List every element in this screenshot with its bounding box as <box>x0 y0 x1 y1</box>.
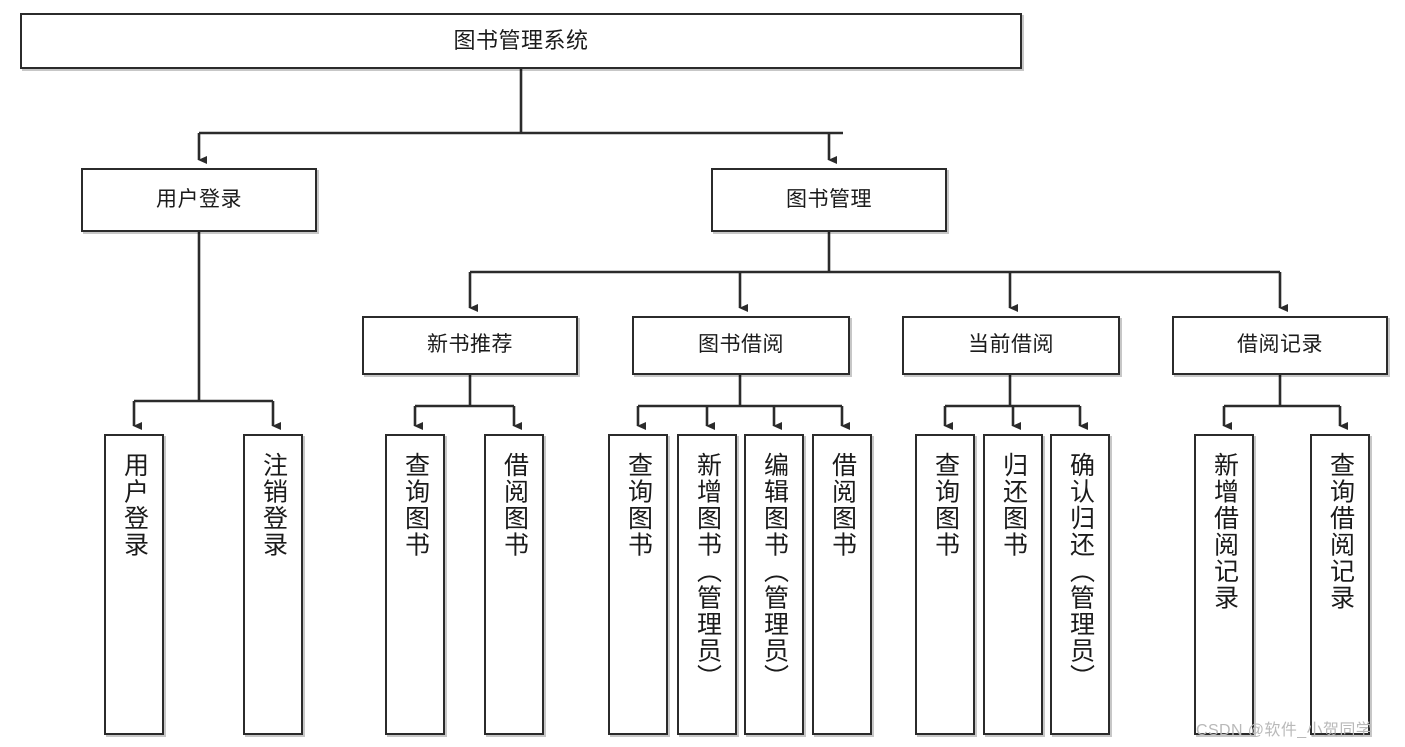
node-leaf-edit-book-label: 编辑图书（管理员） <box>760 452 789 691</box>
node-leaf-borrow-book-1-label: 借阅图书 <box>500 452 529 558</box>
node-leaf-confirm-return[interactable]: 确认归还（管理员） <box>1050 434 1110 735</box>
node-leaf-query-book-3[interactable]: 查询图书 <box>915 434 975 735</box>
node-leaf-confirm-return-label: 确认归还（管理员） <box>1066 452 1095 691</box>
node-new-book-recommend-label: 新书推荐 <box>427 333 513 357</box>
node-leaf-query-book-3-label: 查询图书 <box>931 452 960 558</box>
node-leaf-query-book-2[interactable]: 查询图书 <box>608 434 668 735</box>
node-leaf-query-book-2-label: 查询图书 <box>624 452 653 558</box>
node-leaf-add-book-label: 新增图书（管理员） <box>693 452 722 691</box>
node-leaf-user-login[interactable]: 用户登录 <box>104 434 164 735</box>
node-root-label: 图书管理系统 <box>453 28 589 54</box>
node-leaf-borrow-book-2[interactable]: 借阅图书 <box>812 434 872 735</box>
node-book-manage-label: 图书管理 <box>786 187 872 211</box>
node-root[interactable]: 图书管理系统 <box>20 13 1022 69</box>
node-borrow-record-label: 借阅记录 <box>1237 333 1323 357</box>
node-leaf-query-book-1[interactable]: 查询图书 <box>385 434 445 735</box>
node-book-manage[interactable]: 图书管理 <box>711 168 947 232</box>
node-new-book-recommend[interactable]: 新书推荐 <box>362 316 578 375</box>
node-user-login-label: 用户登录 <box>156 187 242 211</box>
node-leaf-query-record-label: 查询借阅记录 <box>1326 452 1355 611</box>
node-leaf-logout-label: 注销登录 <box>259 452 288 558</box>
node-leaf-user-login-label: 用户登录 <box>120 452 149 558</box>
node-user-login[interactable]: 用户登录 <box>81 168 317 232</box>
node-leaf-query-record[interactable]: 查询借阅记录 <box>1310 434 1370 735</box>
node-leaf-query-book-1-label: 查询图书 <box>401 452 430 558</box>
node-leaf-borrow-book-1[interactable]: 借阅图书 <box>484 434 544 735</box>
node-leaf-borrow-book-2-label: 借阅图书 <box>828 452 857 558</box>
node-borrow-record[interactable]: 借阅记录 <box>1172 316 1388 375</box>
node-current-borrow-label: 当前借阅 <box>968 333 1054 357</box>
node-book-borrow-label: 图书借阅 <box>698 333 784 357</box>
node-leaf-add-book[interactable]: 新增图书（管理员） <box>677 434 737 735</box>
node-leaf-edit-book[interactable]: 编辑图书（管理员） <box>744 434 804 735</box>
node-leaf-add-record-label: 新增借阅记录 <box>1210 452 1239 611</box>
node-leaf-return-book-label: 归还图书 <box>999 452 1028 558</box>
node-book-borrow[interactable]: 图书借阅 <box>632 316 850 375</box>
node-leaf-logout[interactable]: 注销登录 <box>243 434 303 735</box>
node-leaf-add-record[interactable]: 新增借阅记录 <box>1194 434 1254 735</box>
node-leaf-return-book[interactable]: 归还图书 <box>983 434 1043 735</box>
node-current-borrow[interactable]: 当前借阅 <box>902 316 1120 375</box>
